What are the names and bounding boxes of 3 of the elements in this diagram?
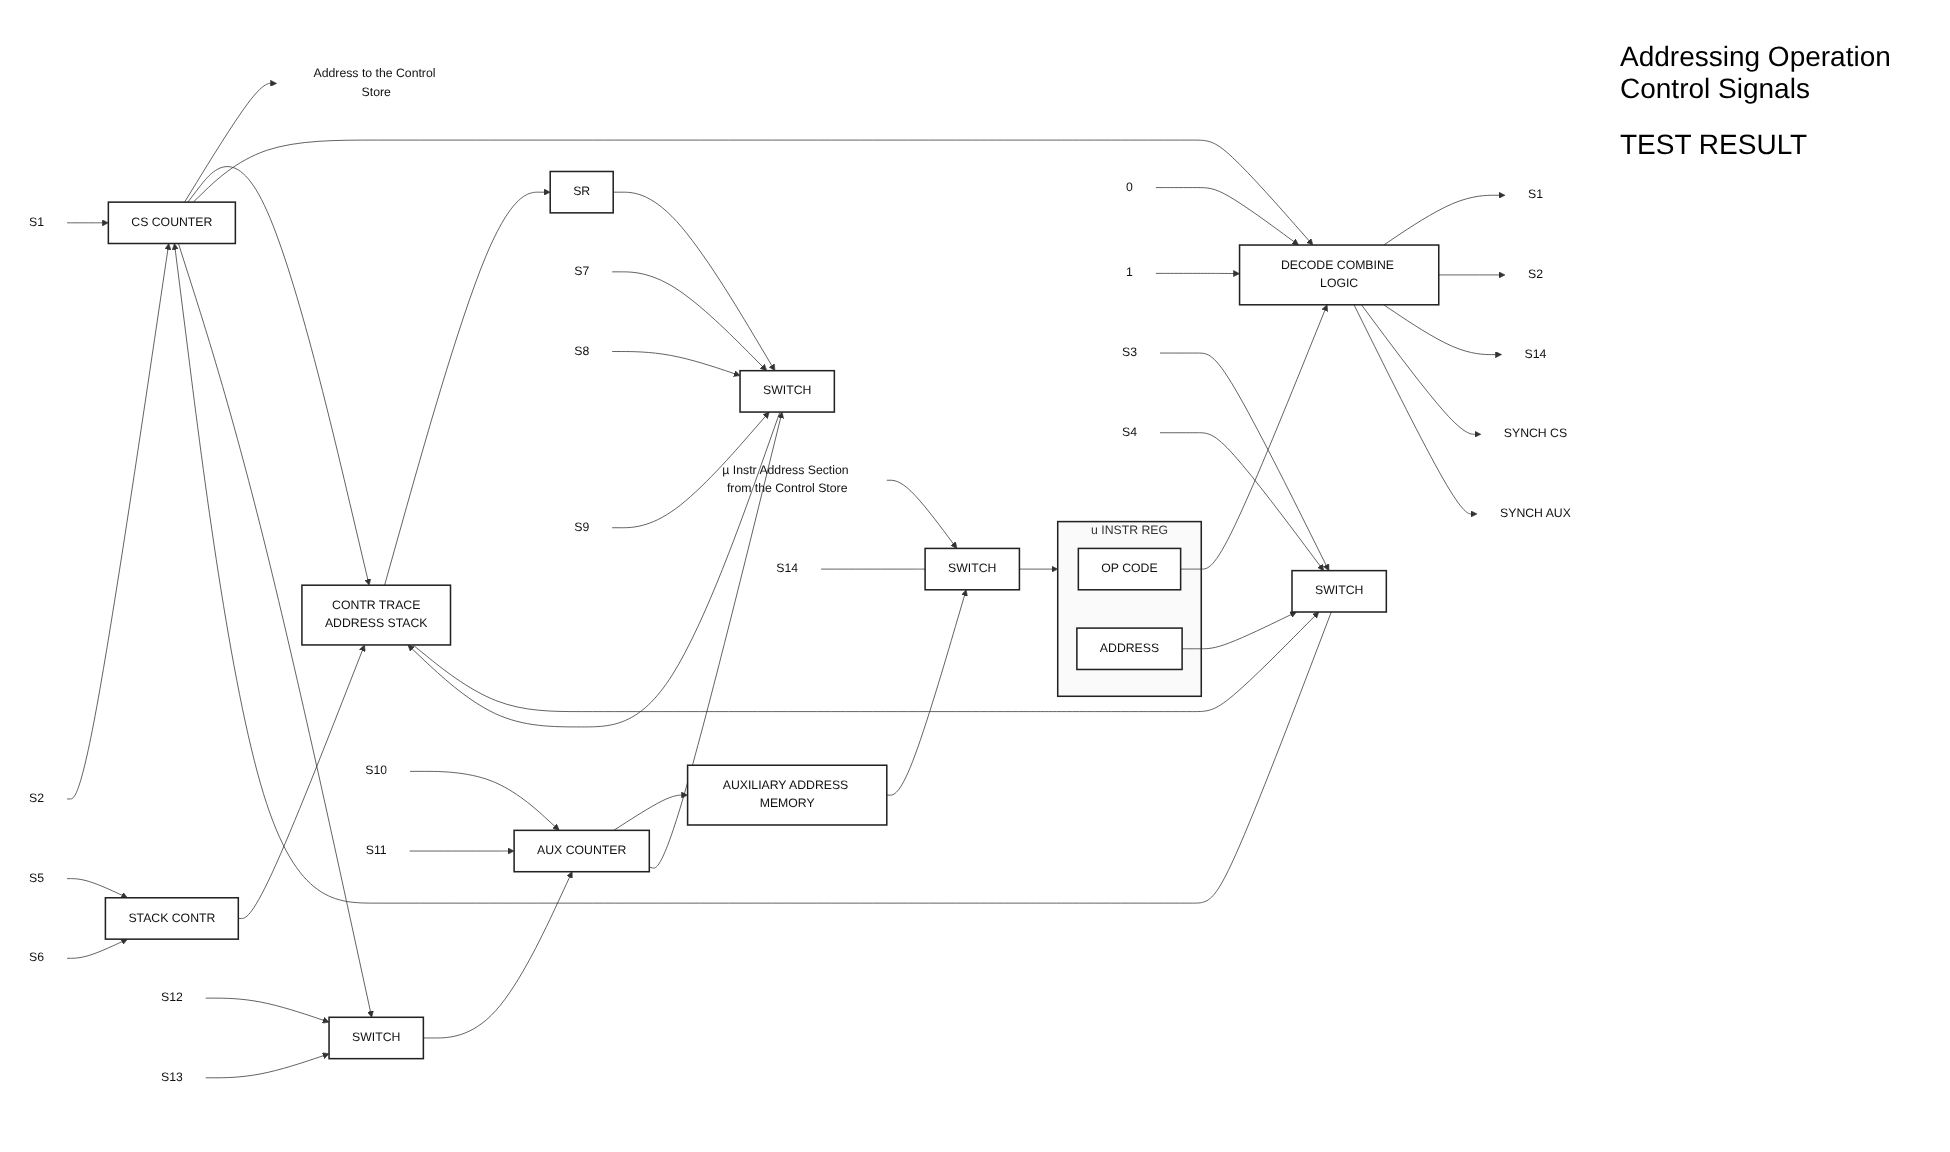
connector bbox=[820, 568, 926, 570]
note-text: Addressing Operation Control Signals bbox=[1620, 40, 1893, 104]
note-text: TEST RESULT bbox=[1620, 128, 1810, 160]
